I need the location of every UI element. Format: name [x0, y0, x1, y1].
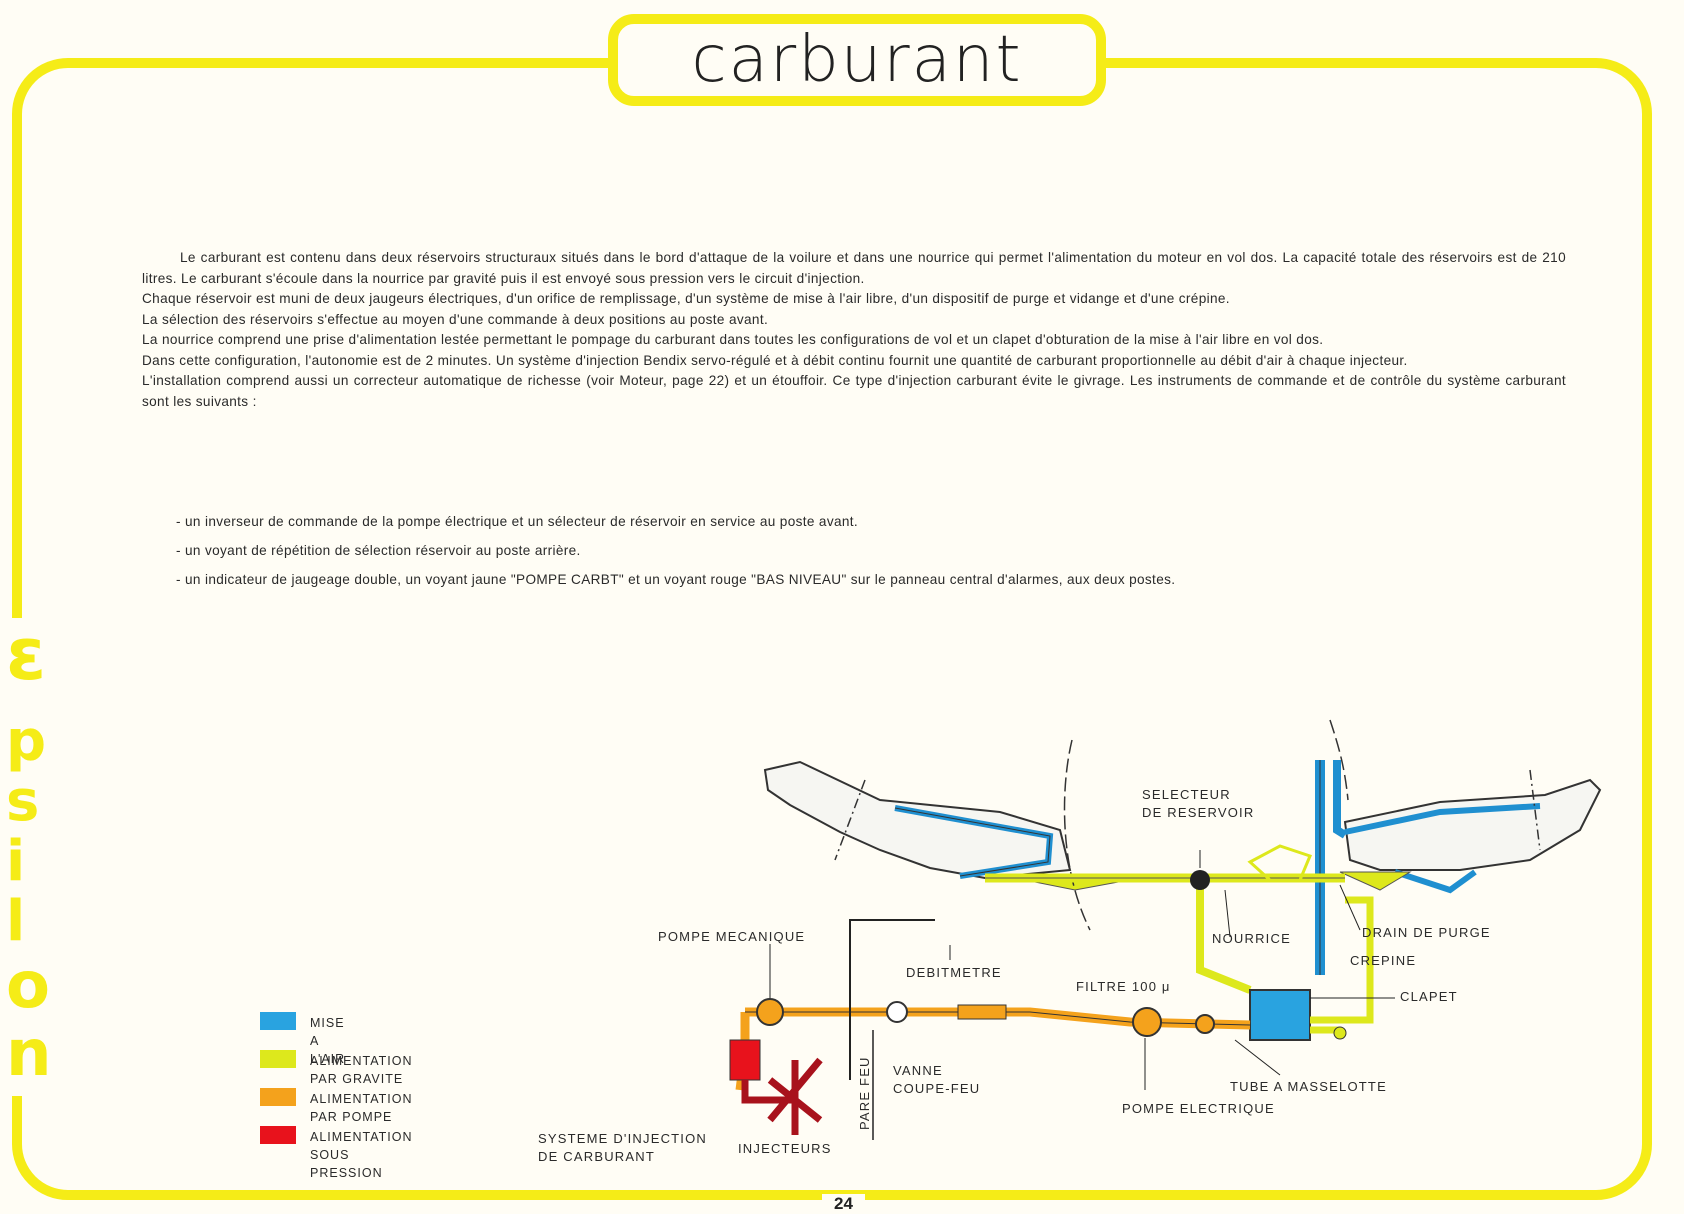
legend-label: ALIMENTATION SOUS PRESSION — [310, 1130, 413, 1180]
label-nourrice: NOURRICE — [1212, 931, 1291, 946]
legend-swatch — [260, 1050, 296, 1068]
right-wing — [1339, 769, 1602, 894]
page-number: 24 — [822, 1194, 865, 1214]
nourrice-tank — [1249, 989, 1311, 1041]
legend-swatch — [260, 1088, 296, 1106]
legend-swatch — [260, 1126, 296, 1144]
brand-vertical-logo: ε p s i l o n — [0, 618, 66, 1096]
legend-swatch — [260, 1012, 296, 1030]
drain-valve — [1333, 1026, 1347, 1040]
label-debitmetre: DEBITMETRE — [906, 965, 1002, 980]
label-filtre: FILTRE 100 μ — [1076, 979, 1171, 994]
bullet-item: - un inverseur de commande de la pompe é… — [176, 514, 859, 529]
bullet-list: - un inverseur de commande de la pompe é… — [176, 514, 1576, 601]
paragraph: Chaque réservoir est muni de deux jaugeu… — [142, 291, 1230, 306]
bullet-item: - un voyant de répétition de sélection r… — [176, 543, 581, 558]
brand-letter-s: s — [6, 769, 40, 834]
label-pompe-mecanique: POMPE MECANIQUE — [658, 929, 806, 944]
electric-pump — [1132, 1007, 1162, 1037]
label-selecteur: SELECTEUR DE RESERVOIR — [1142, 787, 1255, 820]
brand-letter-i: i — [6, 829, 26, 894]
brand-letter-p: p — [6, 709, 47, 774]
title-box: carburant — [608, 14, 1106, 106]
label-pare-feu: PARE FEU — [857, 1056, 872, 1130]
label-crepine: CREPINE — [1350, 953, 1417, 968]
paragraph: La nourrice comprend une prise d'aliment… — [142, 332, 1324, 347]
body-text: Le carburant est contenu dans deux réser… — [142, 248, 1566, 412]
label-tube: TUBE A MASSELOTTE — [1230, 1079, 1387, 1094]
selector-valve — [1190, 870, 1210, 890]
legend-label: ALIMENTATION PAR GRAVITE — [310, 1054, 413, 1086]
brand-letter-e: ε — [6, 612, 47, 696]
paragraph: Le carburant est contenu dans deux réser… — [142, 250, 1566, 286]
brand-letter-n: n — [6, 1017, 52, 1091]
injection-unit — [729, 1039, 761, 1081]
label-systeme-injection: SYSTEME D'INJECTION DE CARBURANT — [538, 1131, 708, 1164]
brand-letter-o: o — [6, 949, 50, 1023]
label-clapet: CLAPET — [1400, 989, 1458, 1004]
label-pompe-electrique: POMPE ELECTRIQUE — [1122, 1101, 1275, 1116]
legend-label: ALIMENTATION PAR POMPE — [310, 1092, 413, 1124]
page-title: carburant — [691, 23, 1023, 97]
label-injecteurs: INJECTEURS — [738, 1141, 832, 1156]
firewall-valve — [886, 1001, 908, 1023]
paragraph: L'installation comprend aussi un correct… — [142, 373, 1566, 409]
label-drain: DRAIN DE PURGE — [1362, 925, 1491, 940]
legend-label: MISE A L'AIR — [310, 1016, 346, 1066]
left-wing — [763, 760, 1141, 891]
debitmetre-box — [957, 1004, 1007, 1020]
mechanical-pump — [756, 998, 784, 1026]
brand-letter-l: l — [6, 889, 26, 954]
paragraph: La sélection des réservoirs s'effectue a… — [142, 311, 769, 327]
bullet-item: - un indicateur de jaugeage double, un v… — [176, 572, 1176, 587]
paragraph: Dans cette configuration, l'autonomie es… — [142, 352, 1408, 368]
label-vanne: VANNE COUPE-FEU — [893, 1063, 981, 1096]
filter — [1195, 1014, 1215, 1034]
